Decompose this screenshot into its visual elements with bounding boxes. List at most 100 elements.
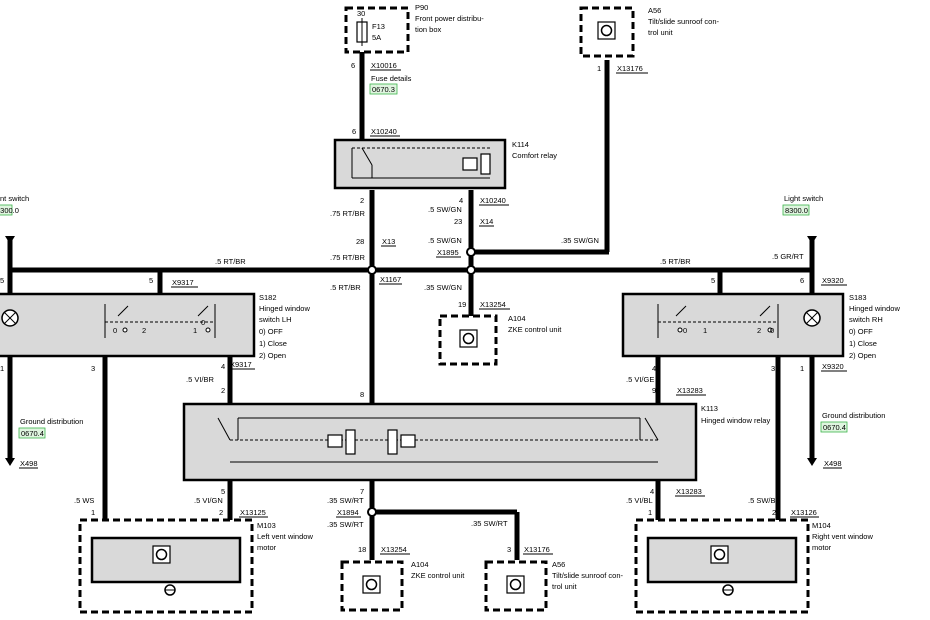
s182-sw-b: 2 bbox=[142, 326, 146, 335]
s182-sw-d: 0 bbox=[201, 318, 205, 327]
a56-bottom-name-line1: Tilt/slide sunroof con- bbox=[552, 571, 624, 580]
k114-pin-bl: 2 bbox=[360, 196, 364, 205]
k113-name: Hinged window relay bbox=[701, 416, 770, 425]
ground-arrow-icon bbox=[5, 236, 15, 244]
s182-id: S182 bbox=[259, 293, 277, 302]
control-unit-icon bbox=[713, 548, 726, 561]
m103-pin2: 2 bbox=[219, 508, 223, 517]
k113-pin9: 9 bbox=[652, 386, 656, 395]
k113-pin2: 2 bbox=[221, 386, 225, 395]
a104-mid-name: ZKE control unit bbox=[508, 325, 562, 334]
wire-label-sw-gn-1: .5 SW/GN bbox=[428, 205, 462, 214]
a104-mid-connector: X13254 bbox=[480, 300, 506, 309]
ground-right-connector: X498 bbox=[824, 459, 842, 468]
wire-label-rt-br-3: .5 RT/BR bbox=[330, 283, 361, 292]
s182-pin5: 5 bbox=[149, 276, 153, 285]
m103-connector: X13125 bbox=[240, 508, 266, 517]
a56-bottom-id: A56 bbox=[552, 560, 565, 569]
a56-bottom-connector: X13176 bbox=[524, 545, 550, 554]
a104-zke-control-unit-bottom: 18 X13254 A104 ZKE control unit bbox=[340, 545, 465, 612]
p90-name-line1: Front power distribu- bbox=[415, 14, 484, 23]
wire-label-ws: .5 WS bbox=[74, 496, 94, 505]
ground-arrow-icon bbox=[5, 458, 15, 466]
x14-id: X14 bbox=[480, 217, 493, 226]
relay-coil-icon bbox=[327, 434, 343, 448]
s182-connector-top: X9317 bbox=[172, 278, 194, 287]
a104-bottom-connector: X13254 bbox=[381, 545, 407, 554]
k114-id: K114 bbox=[512, 140, 529, 149]
wire-label-sw-gn-2: .5 SW/GN bbox=[428, 236, 462, 245]
wire-label-vi-ge: .5 VI/GE bbox=[626, 375, 654, 384]
m104-name-line2: motor bbox=[812, 543, 832, 552]
a104-bottom-pin: 18 bbox=[358, 545, 366, 554]
m104-right-vent-window-motor: 1 2 X13126 M104 Right vent window motor bbox=[634, 508, 873, 614]
a56-top-id: A56 bbox=[648, 6, 661, 15]
relay-coil-icon bbox=[400, 434, 416, 448]
ground-right-ref[interactable]: 0670.4 bbox=[823, 423, 846, 432]
s183-pin3: 3 bbox=[771, 364, 775, 373]
fuse-id: F13 bbox=[372, 22, 385, 31]
m103-pin1: 1 bbox=[91, 508, 95, 517]
light-switch-right-label: Light switch bbox=[784, 194, 823, 203]
k114-name: Comfort relay bbox=[512, 151, 557, 160]
a104-zke-control-unit-mid: 19 X13254 A104 ZKE control unit bbox=[438, 300, 562, 366]
wires bbox=[7, 50, 815, 560]
fuse-rating: 5A bbox=[372, 33, 381, 42]
light-switch-left-label: nt switch bbox=[0, 194, 29, 203]
junction-x1167 bbox=[367, 265, 377, 275]
fuse-details-ref[interactable]: 0670.3 bbox=[372, 85, 395, 94]
s183-pin4: 4 bbox=[652, 364, 656, 373]
m104-name-line1: Right vent window bbox=[812, 532, 873, 541]
a56-bottom-name-line2: trol unit bbox=[552, 582, 578, 591]
ground-arrow-icon bbox=[807, 236, 817, 244]
light-switch-right-ref[interactable]: 8300.0 bbox=[785, 206, 808, 215]
k113-pin5: 5 bbox=[221, 487, 225, 496]
m104-id: M104 bbox=[812, 521, 831, 530]
junction-x1895 bbox=[466, 247, 476, 257]
s183-connector-bottom: X9320 bbox=[822, 362, 844, 371]
wire-label-sw-rt-2: .35 SW/RT bbox=[327, 520, 364, 529]
m103-name-line1: Left vent window bbox=[257, 532, 313, 541]
m104-connector: X13126 bbox=[791, 508, 817, 517]
junction-x1895-b bbox=[466, 265, 476, 275]
s183-sw-b: 1 bbox=[703, 326, 707, 335]
fuse-details-label: Fuse details bbox=[371, 74, 412, 83]
control-unit-icon bbox=[155, 548, 168, 561]
p90-power-distribution-box: 30 F13 5A P90 Front power distribu- tion… bbox=[344, 3, 484, 95]
a104-bottom-id: A104 bbox=[411, 560, 429, 569]
s183-opt-close: 1) Close bbox=[849, 339, 877, 348]
ground-distribution-right: Ground distribution 0670.4 X498 bbox=[807, 411, 885, 469]
s182-left-pin: 5 bbox=[0, 276, 4, 285]
a104-mid-pin: 19 bbox=[458, 300, 466, 309]
k113-hinged-window-relay: 2 8 9 X13283 K113 Hinged window relay 5 … bbox=[182, 386, 770, 497]
light-switch-left-ref[interactable]: 0300.0 bbox=[0, 206, 19, 215]
k114-connector-br: X10240 bbox=[480, 196, 506, 205]
s183-sw-c: 2 bbox=[757, 326, 761, 335]
wire-label-vi-gn: .5 VI/GN bbox=[194, 496, 223, 505]
p90-name-line2: tion box bbox=[415, 25, 442, 34]
a56-top-name-line2: trol unit bbox=[648, 28, 674, 37]
control-unit-icon bbox=[509, 578, 522, 591]
s183-name-line2: switch RH bbox=[849, 315, 883, 324]
ground-left-ref[interactable]: 0670.4 bbox=[21, 429, 44, 438]
s183-sw-a: 0 bbox=[683, 326, 687, 335]
a56-top-connector: X13176 bbox=[617, 64, 643, 73]
wire-label-sw-rt-1: .35 SW/RT bbox=[327, 496, 364, 505]
wire-label-sw-bl: .5 SW/BL bbox=[748, 496, 780, 505]
a104-mid-id: A104 bbox=[508, 314, 526, 323]
junction-x1894 bbox=[367, 507, 377, 517]
wire-label-vi-bl: .5 VI/BL bbox=[626, 496, 653, 505]
fuse-connector: X10016 bbox=[371, 61, 397, 70]
s183-pin1: 1 bbox=[800, 364, 804, 373]
wire-label-rt-br-2: .75 RT/BR bbox=[330, 253, 365, 262]
s183-sw-d: 0 bbox=[770, 326, 774, 335]
k113-pin8: 8 bbox=[360, 390, 364, 399]
x1894-id: X1894 bbox=[337, 508, 359, 517]
s183-pin6: 6 bbox=[800, 276, 804, 285]
k113-id: K113 bbox=[701, 404, 718, 413]
a56-top-pin: 1 bbox=[597, 64, 601, 73]
s182-name-line1: Hinged window bbox=[259, 304, 310, 313]
p90-pin-bottom: 6 bbox=[351, 61, 355, 70]
wire-label-sw-gn-3: .35 SW/GN bbox=[561, 236, 599, 245]
